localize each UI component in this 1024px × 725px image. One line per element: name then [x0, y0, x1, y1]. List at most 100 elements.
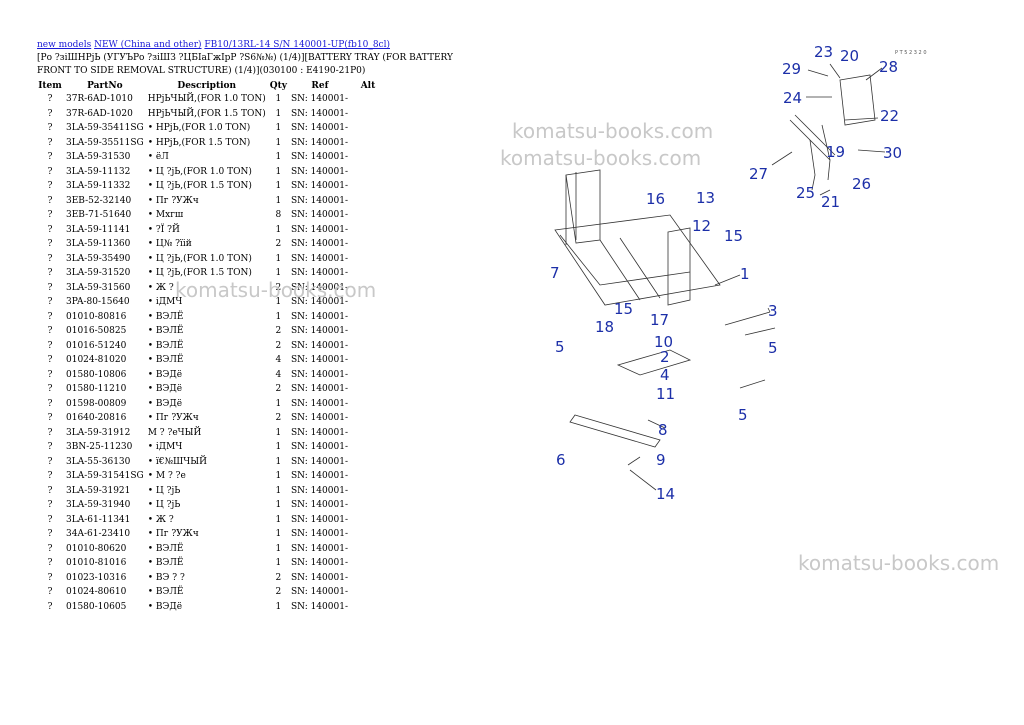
exploded-parts-diagram: P T 5 2 3 2 0 1 2 3 4 5 5 5 6 7 8 9 10 1… — [550, 43, 927, 503]
cell-partno: 3LA-59-31940 — [66, 500, 131, 511]
cell-partno: 3EB-71-51640 — [66, 210, 132, 221]
cell-partno: 01010-80816 — [66, 311, 127, 322]
cell-item: ? — [47, 587, 53, 598]
parts-table: Item PartNo Description Qty Ref Alt ?37R… — [36, 79, 385, 614]
cell-item: ? — [47, 297, 53, 308]
cell-alt — [351, 310, 385, 325]
watermark: komatsu-books.com — [500, 146, 702, 170]
cell-qty: 1 — [275, 137, 282, 148]
cell-alt — [351, 92, 385, 107]
cell-ref: SN: 140001- — [290, 224, 348, 235]
cell-partno: 3PA-80-15640 — [66, 297, 130, 308]
cell-description: НРјЬЧЫЙ,(FOR 1.0 TON) — [147, 94, 266, 105]
cell-alt — [351, 600, 385, 615]
cell-partno: 01024-80610 — [66, 587, 127, 598]
cell-description: • ВЭЛЁ — [147, 587, 184, 598]
cell-item: ? — [47, 239, 53, 250]
callout-11: 11 — [656, 385, 675, 403]
cell-alt — [351, 527, 385, 542]
cell-item: ? — [47, 427, 53, 438]
breadcrumb-link-new-china[interactable]: NEW (China and other) — [94, 40, 202, 50]
callout-23: 23 — [814, 43, 833, 61]
cell-partno: 3LA-59-31921 — [66, 485, 131, 496]
cell-alt — [351, 440, 385, 455]
cell-alt — [351, 353, 385, 368]
cell-description: • іДМЧ — [147, 442, 183, 453]
cell-qty: 4 — [275, 369, 282, 380]
cell-partno: 01023-10316 — [66, 572, 127, 583]
cell-item: ? — [47, 195, 53, 206]
cell-partno: 01024-81020 — [66, 355, 127, 366]
cell-alt — [351, 426, 385, 441]
callout-25: 25 — [796, 184, 815, 202]
cell-partno: 3LA-59-35511SG — [66, 137, 144, 148]
cell-qty: 2 — [275, 413, 282, 424]
cell-ref: SN: 140001- — [290, 514, 348, 525]
cell-qty: 1 — [275, 601, 282, 612]
cell-qty: 1 — [275, 123, 282, 134]
cell-item: ? — [47, 108, 53, 119]
callout-6: 6 — [556, 451, 566, 469]
cell-item: ? — [47, 94, 53, 105]
callout-18: 18 — [595, 318, 614, 336]
cell-item: ? — [47, 137, 53, 148]
cell-ref: SN: 140001- — [290, 166, 348, 177]
cell-ref: SN: 140001- — [290, 311, 348, 322]
callout-24: 24 — [783, 89, 802, 107]
cell-qty: 8 — [275, 210, 282, 221]
cell-partno: 3LA-59-31541SG — [66, 471, 144, 482]
cell-qty: 1 — [275, 485, 282, 496]
callout-15: 15 — [724, 227, 743, 245]
breadcrumb-link-new-models[interactable]: new models — [37, 40, 92, 50]
cell-description: • ВЭЛЁ — [147, 340, 184, 351]
callout-15: 15 — [614, 300, 633, 318]
cell-qty: 1 — [275, 297, 282, 308]
cell-ref: SN: 140001- — [290, 384, 348, 395]
cell-alt — [351, 498, 385, 513]
cell-item: ? — [47, 311, 53, 322]
cell-ref: SN: 140001- — [290, 369, 348, 380]
breadcrumb-link-model[interactable]: FB10/13RL-14 S/N 140001-UP(fb10_8cl) — [204, 40, 390, 50]
cell-alt — [351, 339, 385, 354]
cell-qty: 1 — [275, 268, 282, 279]
cell-partno: 01580-10605 — [66, 601, 127, 612]
cell-ref: SN: 140001- — [290, 282, 348, 293]
cell-ref: SN: 140001- — [290, 297, 348, 308]
cell-item: ? — [47, 558, 53, 569]
cell-qty: 1 — [275, 253, 282, 264]
cell-ref: SN: 140001- — [290, 94, 348, 105]
cell-item: ? — [47, 413, 53, 424]
cell-ref: SN: 140001- — [290, 601, 348, 612]
cell-item: ? — [47, 268, 53, 279]
cell-alt — [351, 324, 385, 339]
cell-ref: SN: 140001- — [290, 543, 348, 554]
cell-qty: 1 — [275, 311, 282, 322]
cell-alt — [351, 397, 385, 412]
cell-description: М ? ?еЧЫЙ — [147, 427, 202, 438]
cell-partno: 3LA-59-31560 — [66, 282, 131, 293]
cell-alt — [351, 571, 385, 586]
cell-qty: 1 — [275, 514, 282, 525]
column-header-ref: Ref — [311, 80, 329, 91]
cell-description: • Ж ? — [147, 282, 174, 293]
cell-ref: SN: 140001- — [290, 195, 348, 206]
callout-8: 8 — [658, 421, 668, 439]
cell-partno: 3LA-59-11332 — [66, 181, 131, 192]
cell-ref: SN: 140001- — [290, 413, 348, 424]
callout-5: 5 — [555, 338, 565, 356]
cell-partno: 01598-00809 — [66, 398, 127, 409]
